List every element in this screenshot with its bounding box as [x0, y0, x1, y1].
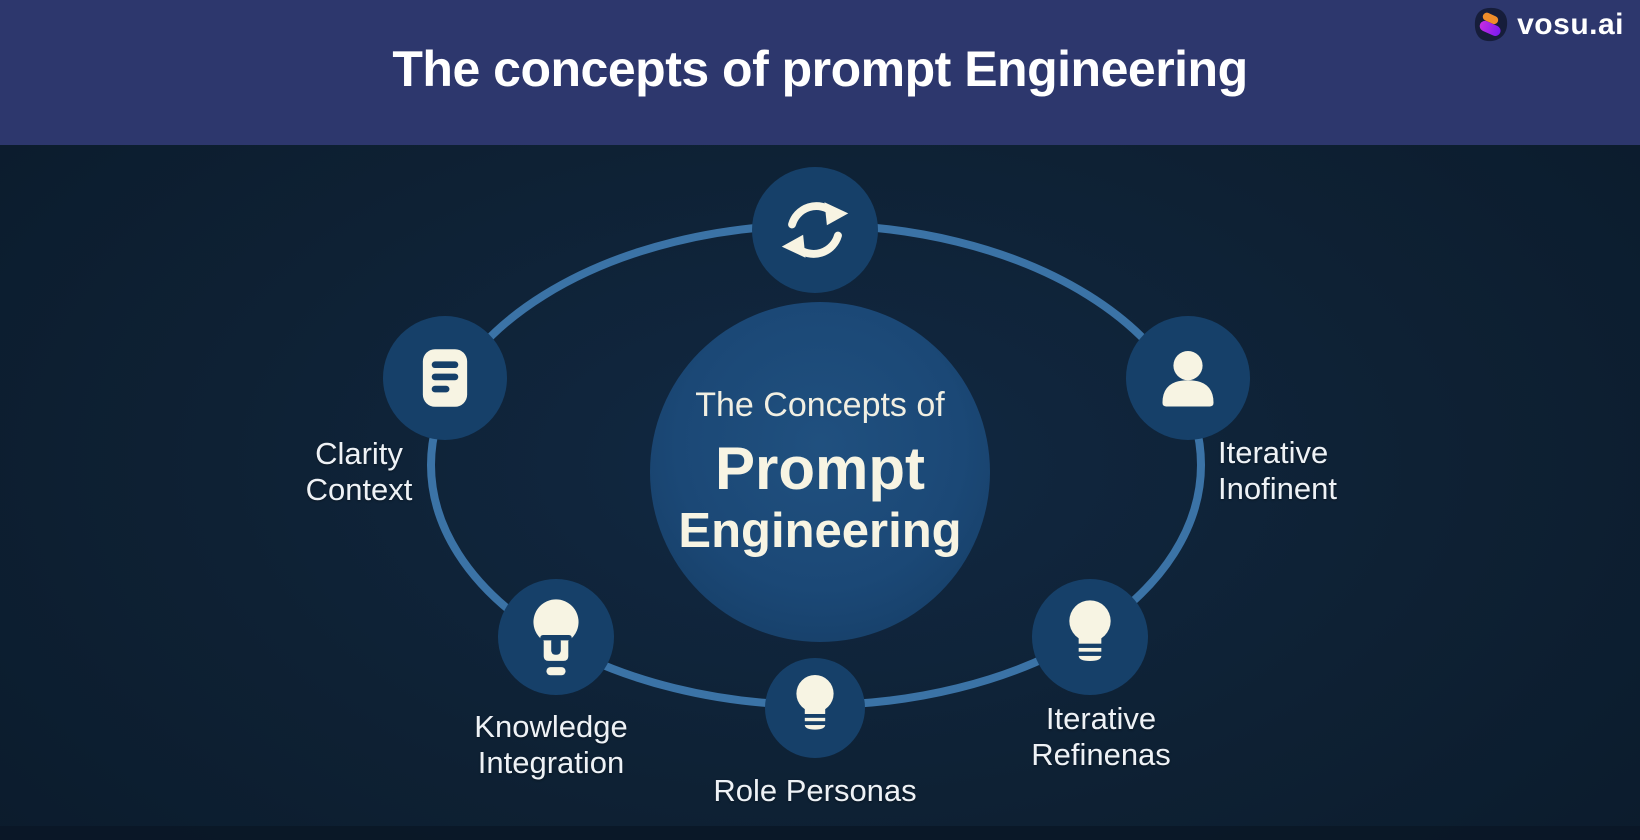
header-bar: The concepts of prompt Engineering vosu.…: [0, 0, 1640, 145]
brand-name: vosu.ai: [1517, 8, 1624, 41]
lightbulb-icon: [533, 599, 579, 676]
label-clarity-context: Clarity Context: [305, 436, 413, 507]
diagram-canvas: The Concepts of Prompt Engineering: [0, 145, 1640, 840]
label-iterative-refinenas: Iterative Refinenas: [1031, 701, 1171, 772]
node-knowledge-integration: [498, 579, 614, 695]
page-title: The concepts of prompt Engineering: [392, 41, 1248, 97]
node-role-personas: [765, 658, 865, 758]
vosu-logo-icon: [1474, 7, 1508, 42]
lightbulb-icon: [796, 675, 834, 730]
brand-logo: vosu.ai: [1472, 6, 1624, 44]
label-role-personas: Role Personas: [713, 773, 917, 808]
node-refinement-cycle: [752, 167, 878, 293]
node-clarity-context: [383, 316, 507, 440]
node-iterative-refinenas: [1032, 579, 1148, 695]
center-node: The Concepts of Prompt Engineering: [650, 302, 990, 642]
person-icon: [1162, 351, 1214, 407]
center-subtitle: The Concepts of: [695, 385, 945, 424]
label-knowledge-integration: Knowledge Integration: [474, 709, 628, 780]
label-iterative-inofinent: Iterative Inofinent: [1218, 435, 1337, 506]
center-title-line1: Prompt: [715, 434, 925, 502]
document-icon: [422, 349, 468, 407]
node-iterative-inofinent: [1126, 316, 1250, 440]
refresh-icon: [781, 202, 849, 258]
lightbulb-icon: [1069, 600, 1111, 661]
center-title-line2: Engineering: [678, 503, 962, 558]
